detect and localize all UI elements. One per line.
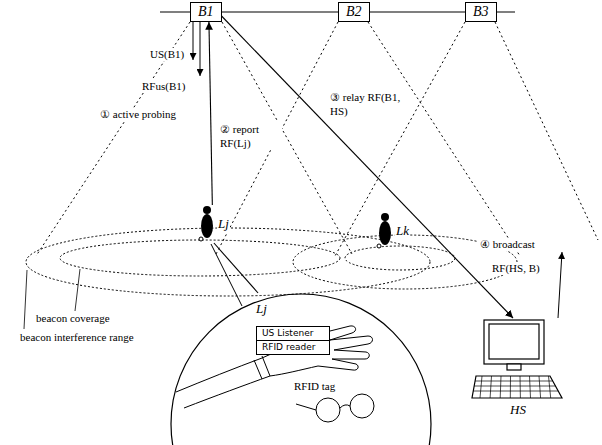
interference-ellipse — [26, 228, 430, 296]
zoom-inset: Lj US ListenerRFID reader — [170, 293, 432, 445]
inset-outline — [170, 293, 432, 445]
node-label: Lj — [217, 216, 230, 232]
coverage-ellipse — [345, 246, 455, 270]
node-label: Lk — [395, 223, 410, 239]
node-label: B3 — [473, 4, 489, 20]
wrist-strap — [254, 360, 262, 379]
person-icon — [376, 212, 392, 250]
probe-arrow — [193, 22, 194, 60]
beacon-box: B1 — [190, 2, 222, 22]
arm — [184, 376, 270, 408]
connector — [222, 16, 513, 318]
annotation: ① active probing — [98, 108, 178, 121]
beacon-cone — [36, 22, 190, 256]
beacon-cone — [495, 22, 598, 240]
beacon-cone — [335, 22, 465, 256]
device-box: RFID reader — [256, 340, 330, 355]
connector — [209, 22, 212, 205]
annotation: RFus(B1) — [140, 80, 187, 93]
annotation: beacon coverage — [34, 312, 112, 325]
wrist-strap — [262, 356, 270, 376]
device-box: US Listener — [256, 326, 330, 341]
node-label: B2 — [346, 4, 362, 20]
person-icon — [198, 205, 214, 243]
edge-label: ③ relay RF(B1, HS) — [328, 90, 406, 118]
node-label: US Listener — [262, 328, 324, 339]
host-computer: HS — [468, 318, 568, 418]
annotation: RF(HS, B) — [490, 262, 542, 275]
probe-arrow — [200, 22, 201, 76]
beacon-cone — [215, 22, 338, 256]
listener-figure: Lk — [376, 212, 410, 250]
edge-label: ② report RF(Lj) — [218, 122, 282, 150]
annotation: ④ broadcast — [478, 238, 537, 251]
arm — [176, 358, 262, 392]
node-label: Lj — [256, 301, 267, 317]
node-label: HS — [508, 402, 528, 418]
computer-icon — [470, 318, 566, 402]
glasses-temple — [296, 404, 316, 410]
listener-figure: Lj — [198, 205, 230, 243]
glasses-bridge — [340, 405, 350, 408]
node-label: B1 — [198, 4, 214, 20]
beacon-box: B3 — [465, 2, 497, 22]
beacon-cone — [368, 22, 520, 256]
annotation: beacon interference range — [18, 331, 136, 344]
node-label: RFID reader — [262, 342, 324, 353]
glasses-lens — [350, 394, 374, 418]
zoom-line — [211, 244, 242, 306]
leader-line — [24, 270, 27, 329]
annotation: US(B1) — [148, 48, 186, 61]
broadcast-arrow — [558, 252, 562, 318]
connector — [214, 243, 258, 293]
annotation: RFID tag — [292, 380, 337, 393]
leader-line — [75, 269, 80, 311]
beacon-box: B2 — [338, 2, 370, 22]
glasses-lens — [316, 398, 340, 422]
